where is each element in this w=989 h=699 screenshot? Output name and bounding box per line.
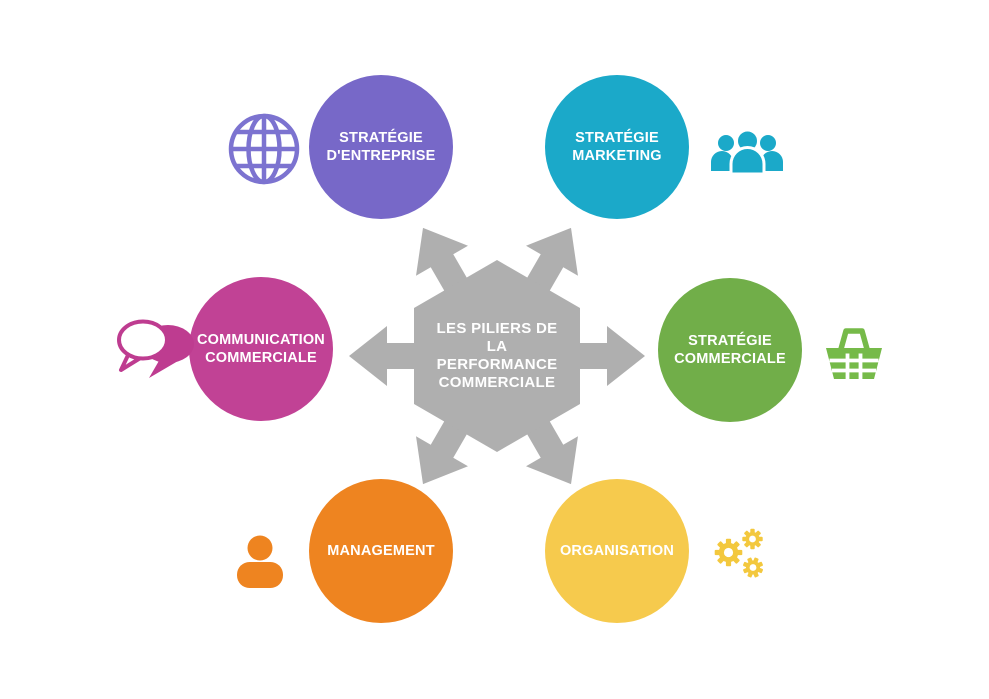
node-strategie-marketing: STRATÉGIE MARKETING	[545, 75, 689, 219]
hub-label: LES PILIERS DE LA PERFORMANCE COMMERCIAL…	[436, 320, 558, 391]
gears-icon	[714, 528, 763, 578]
node-management: MANAGEMENT	[309, 479, 453, 623]
node-label: ORGANISATION	[559, 543, 675, 559]
node-strategie-entreprise: STRATÉGIE D'ENTREPRISE	[309, 75, 453, 219]
globe-icon	[228, 113, 300, 185]
shopping-basket-icon	[826, 328, 882, 379]
node-strategie-commerciale: STRATÉGIE COMMERCIALE	[658, 278, 802, 422]
node-label: MANAGEMENT	[327, 543, 435, 559]
person-icon	[237, 535, 283, 588]
hub-arrows-shape	[349, 227, 645, 485]
node-organisation: ORGANISATION	[545, 479, 689, 623]
node-communication-commerciale: COMMUNICATION COMMERCIALE	[189, 277, 333, 421]
people-group-icon	[711, 128, 783, 176]
speech-bubbles-icon	[117, 319, 194, 378]
node-label: STRATÉGIE MARKETING	[572, 130, 662, 164]
node-label: COMMUNICATION COMMERCIALE	[197, 332, 325, 366]
node-label: STRATÉGIE COMMERCIALE	[674, 333, 786, 367]
node-label: STRATÉGIE D'ENTREPRISE	[326, 130, 436, 164]
